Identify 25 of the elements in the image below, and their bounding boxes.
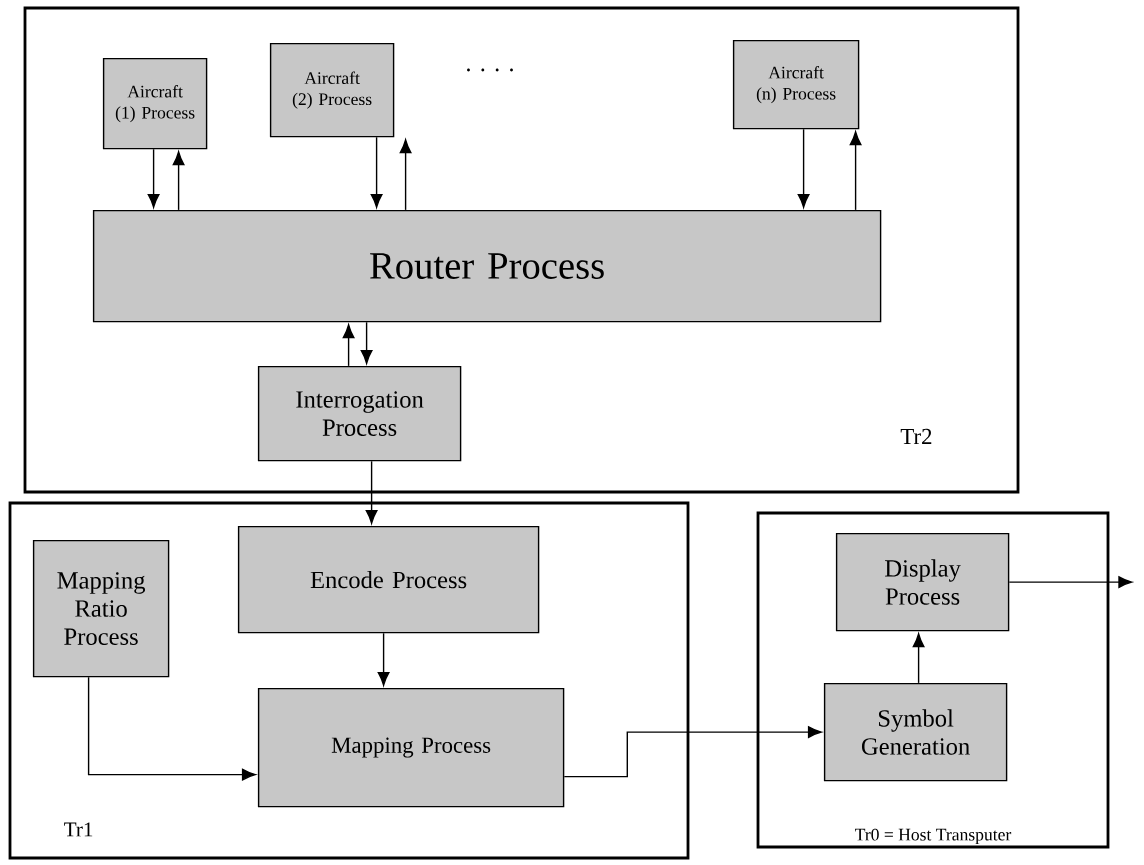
process-box: Aircraft (n) Process <box>732 39 860 130</box>
arrow <box>342 324 355 367</box>
arrow <box>849 131 862 211</box>
arrow <box>399 139 412 211</box>
arrow <box>172 151 185 211</box>
arrow <box>912 633 925 684</box>
arrow <box>360 321 373 364</box>
process-box: Encode Process <box>237 525 540 634</box>
process-box: Aircraft (1) Process <box>102 57 208 150</box>
process-box: Aircraft (2) Process <box>269 42 395 138</box>
arrow <box>365 460 378 524</box>
arrow <box>563 726 822 778</box>
process-box: Display Process <box>835 532 1010 632</box>
arrow <box>1008 576 1133 588</box>
arrow <box>87 676 256 781</box>
process-box: Interrogation Process <box>257 365 462 462</box>
arrow <box>377 632 390 686</box>
process-box: Router Process <box>92 209 882 323</box>
process-box: Symbol Generation <box>823 682 1008 782</box>
ellipsis: . . . . <box>467 68 513 72</box>
arrow <box>797 128 810 208</box>
process-box: Mapping Ratio Process <box>32 539 170 678</box>
process-box: Mapping Process <box>257 687 565 808</box>
arrow <box>370 136 383 208</box>
arrow <box>147 148 160 208</box>
